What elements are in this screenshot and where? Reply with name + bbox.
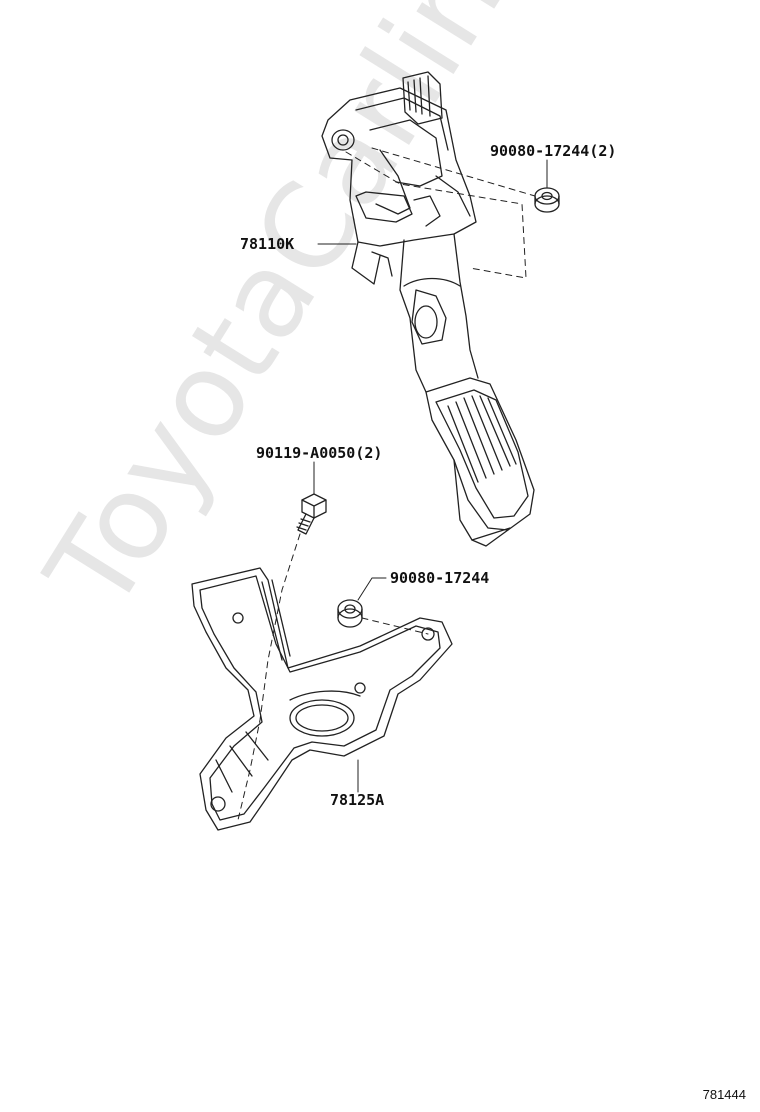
alignment-lines xyxy=(237,147,536,821)
diagram-id: 781444 xyxy=(702,1087,746,1102)
upper-nut xyxy=(534,187,560,213)
lower-nut-part-number[interactable]: 90080-17244 xyxy=(390,569,490,587)
pedal-assembly-part-number[interactable]: 78110K xyxy=(240,235,295,253)
bolt xyxy=(296,493,327,535)
leader-lines xyxy=(313,159,548,793)
lower-nut xyxy=(337,599,363,628)
upper-nut-part-number[interactable]: 90080-17244(2) xyxy=(490,142,617,160)
bracket-part-number[interactable]: 78125A xyxy=(330,791,385,809)
pedal-bracket xyxy=(191,567,453,831)
accelerator-pedal-assembly xyxy=(321,71,535,547)
bolt-part-number[interactable]: 90119-A0050(2) xyxy=(256,444,383,462)
